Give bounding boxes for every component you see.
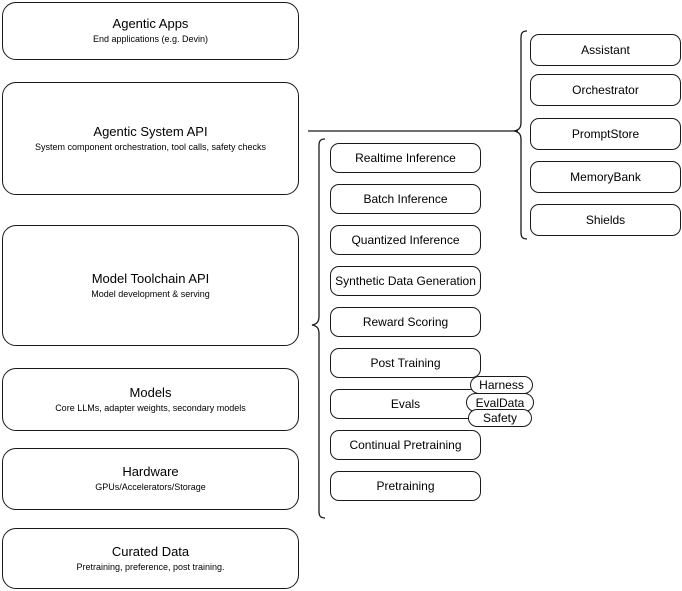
layer-subtitle: End applications (e.g. Devin)	[92, 34, 209, 44]
layer-subtitle: Model development & serving	[91, 288, 210, 299]
layer-agentic-system-api[interactable]: Agentic System API System component orch…	[2, 82, 299, 195]
layer-curated-data[interactable]: Curated Data Pretraining, preference, po…	[2, 528, 299, 589]
capability-label: Quantized Inference	[351, 232, 460, 247]
component-promptstore[interactable]: PromptStore	[530, 118, 681, 150]
capability-synthetic-data-generation[interactable]: Synthetic Data Generation	[330, 266, 481, 296]
capability-label: Batch Inference	[363, 191, 448, 206]
system-components-brace	[513, 30, 528, 240]
capability-label: Realtime Inference	[355, 150, 456, 165]
layer-title: Agentic Apps	[112, 16, 189, 31]
layer-title: Model Toolchain API	[91, 270, 210, 286]
capability-label: Pretraining	[376, 478, 435, 493]
layer-model-toolchain-api[interactable]: Model Toolchain API Model development & …	[2, 225, 299, 346]
capability-label: Evals	[390, 396, 421, 411]
capability-label: Reward Scoring	[362, 314, 449, 329]
layer-subtitle: Pretraining, preference, post training.	[76, 561, 225, 572]
capability-label: Synthetic Data Generation	[335, 273, 476, 288]
layer-models[interactable]: Models Core LLMs, adapter weights, secon…	[2, 368, 299, 431]
layer-agentic-apps[interactable]: Agentic Apps End applications (e.g. Devi…	[2, 2, 299, 60]
capability-realtime-inference[interactable]: Realtime Inference	[330, 143, 481, 173]
component-label: Orchestrator	[572, 82, 639, 97]
component-shields[interactable]: Shields	[530, 204, 681, 236]
capability-batch-inference[interactable]: Batch Inference	[330, 184, 481, 214]
capability-continual-pretraining[interactable]: Continual Pretraining	[330, 430, 481, 460]
capability-post-training[interactable]: Post Training	[330, 348, 481, 378]
layer-title: Agentic System API	[93, 123, 208, 139]
capability-label: Post Training	[370, 355, 441, 370]
evals-badge-safety[interactable]: Safety	[468, 409, 532, 427]
capability-label: Continual Pretraining	[349, 437, 462, 452]
layer-subtitle: System component orchestration, tool cal…	[34, 141, 267, 152]
layer-hardware[interactable]: Hardware GPUs/Accelerators/Storage	[2, 448, 299, 510]
layer-title: Curated Data	[111, 543, 190, 559]
component-orchestrator[interactable]: Orchestrator	[530, 74, 681, 106]
layer-subtitle: Core LLMs, adapter weights, secondary mo…	[55, 402, 246, 413]
component-label: PromptStore	[571, 126, 640, 141]
component-memorybank[interactable]: MemoryBank	[530, 161, 681, 193]
capability-pretraining[interactable]: Pretraining	[330, 471, 481, 501]
component-label: MemoryBank	[570, 169, 641, 184]
component-assistant[interactable]: Assistant	[530, 34, 681, 66]
capability-evals[interactable]: Evals	[330, 389, 481, 419]
layer-subtitle: GPUs/Accelerators/Storage	[95, 482, 206, 492]
component-label: Assistant	[581, 42, 630, 57]
evals-badge-harness[interactable]: Harness	[470, 376, 533, 394]
toolchain-capabilities-brace	[311, 138, 326, 519]
component-label: Shields	[585, 212, 626, 227]
capability-reward-scoring[interactable]: Reward Scoring	[330, 307, 481, 337]
capability-quantized-inference[interactable]: Quantized Inference	[330, 225, 481, 255]
layer-title: Models	[129, 384, 172, 400]
layer-title: Hardware	[122, 464, 179, 479]
